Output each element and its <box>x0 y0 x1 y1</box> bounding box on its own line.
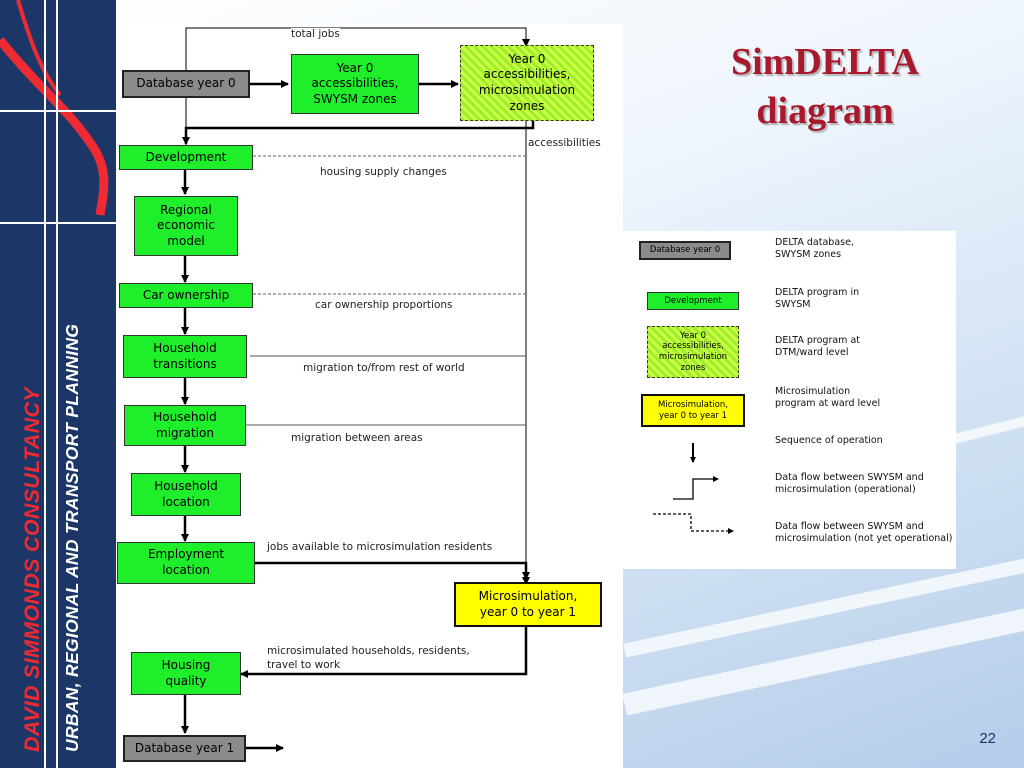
box-database-year0: Database year 0 <box>122 70 250 98</box>
legend-text-ward-level: DELTA program at DTM/ward level <box>775 335 861 359</box>
box-household-transitions: Household transitions <box>123 335 247 378</box>
box-microsimulation: Microsimulation, year 0 to year 1 <box>454 582 602 627</box>
label-car-ownership-proportions: car ownership proportions <box>315 299 453 313</box>
slide-title: SimDELTA diagram <box>640 38 1010 137</box>
label-microsimulated-households: microsimulated households, residents, tr… <box>267 645 470 671</box>
legend-not-yet-operational-flow <box>653 513 734 534</box>
decorative-stripe <box>622 606 1024 716</box>
brand-tagline: URBAN, REGIONAL AND TRANSPORT PLANNING <box>62 323 82 752</box>
label-migration-rest-of-world: migration to/from rest of world <box>303 362 465 376</box>
flow-microsimulated-line <box>240 627 528 678</box>
brand-band: DAVID SIMMONDS CONSULTANCY URBAN, REGION… <box>0 0 116 768</box>
diagram-connectors <box>181 27 535 752</box>
legend-text-sequence: Sequence of operation <box>775 435 883 446</box>
label-migration-between-areas: migration between areas <box>291 432 423 446</box>
brand-divider-line <box>0 110 116 112</box>
legend-symbols <box>653 443 734 534</box>
box-development: Development <box>119 145 253 170</box>
label-total-jobs: total jobs <box>291 28 340 42</box>
label-housing-supply-changes: housing supply changes <box>320 166 447 180</box>
brand-divider-line <box>56 0 58 768</box>
legend-sample-microsimulation: Microsimulation, year 0 to year 1 <box>641 394 745 427</box>
label-jobs-available: jobs available to microsimulation reside… <box>267 541 493 555</box>
diagram-legend: Database year 0 Development Year 0 acces… <box>623 231 956 569</box>
flow-microsim-to-development <box>182 121 535 145</box>
brand-divider-line <box>0 222 116 224</box>
legend-text-database: DELTA database, SWYSM zones <box>775 237 854 261</box>
legend-text-development: DELTA program in SWYSM <box>775 287 860 311</box>
slide-title-line1: SimDELTA <box>731 41 919 83</box>
box-database-year1: Database year 1 <box>123 735 246 762</box>
legend-sample-database: Database year 0 <box>639 241 731 260</box>
box-car-ownership: Car ownership <box>119 283 253 308</box>
box-housing-quality: Housing quality <box>131 652 241 695</box>
legend-sample-microsim-zones: Year 0 accessibilities, microsimulation … <box>647 326 739 378</box>
slide-title-line2: diagram <box>756 90 894 133</box>
flow-jobs-available-line <box>255 561 530 580</box>
label-accessibilities: accessibilities <box>528 137 601 151</box>
brand-name: DAVID SIMMONDS CONSULTANCY <box>20 387 44 752</box>
box-household-migration: Household migration <box>124 405 246 446</box>
legend-sample-development: Development <box>647 292 739 310</box>
box-year0-swysm: Year 0 accessibilities, SWYSM zones <box>291 54 419 114</box>
box-employment-location: Employment location <box>117 542 255 584</box>
box-year0-microsim: Year 0 accessibilities, microsimulation … <box>460 45 594 121</box>
brand-divider-line <box>44 0 46 768</box>
box-household-location: Household location <box>131 473 241 516</box>
legend-text-not-operational: Data flow between SWYSM and microsimulat… <box>775 521 953 545</box>
box-regional-economic-model: Regional economic model <box>134 196 238 256</box>
slide-number: 22 <box>979 730 996 747</box>
legend-text-operational: Data flow between SWYSM and microsimulat… <box>775 472 924 496</box>
legend-text-microsimulation: Microsimulation program at ward level <box>775 386 881 410</box>
simdelta-diagram: Database year 0 Year 0 accessibilities, … <box>116 24 623 768</box>
brand-swoosh-graphic <box>0 0 109 216</box>
legend-operational-flow <box>673 476 719 500</box>
